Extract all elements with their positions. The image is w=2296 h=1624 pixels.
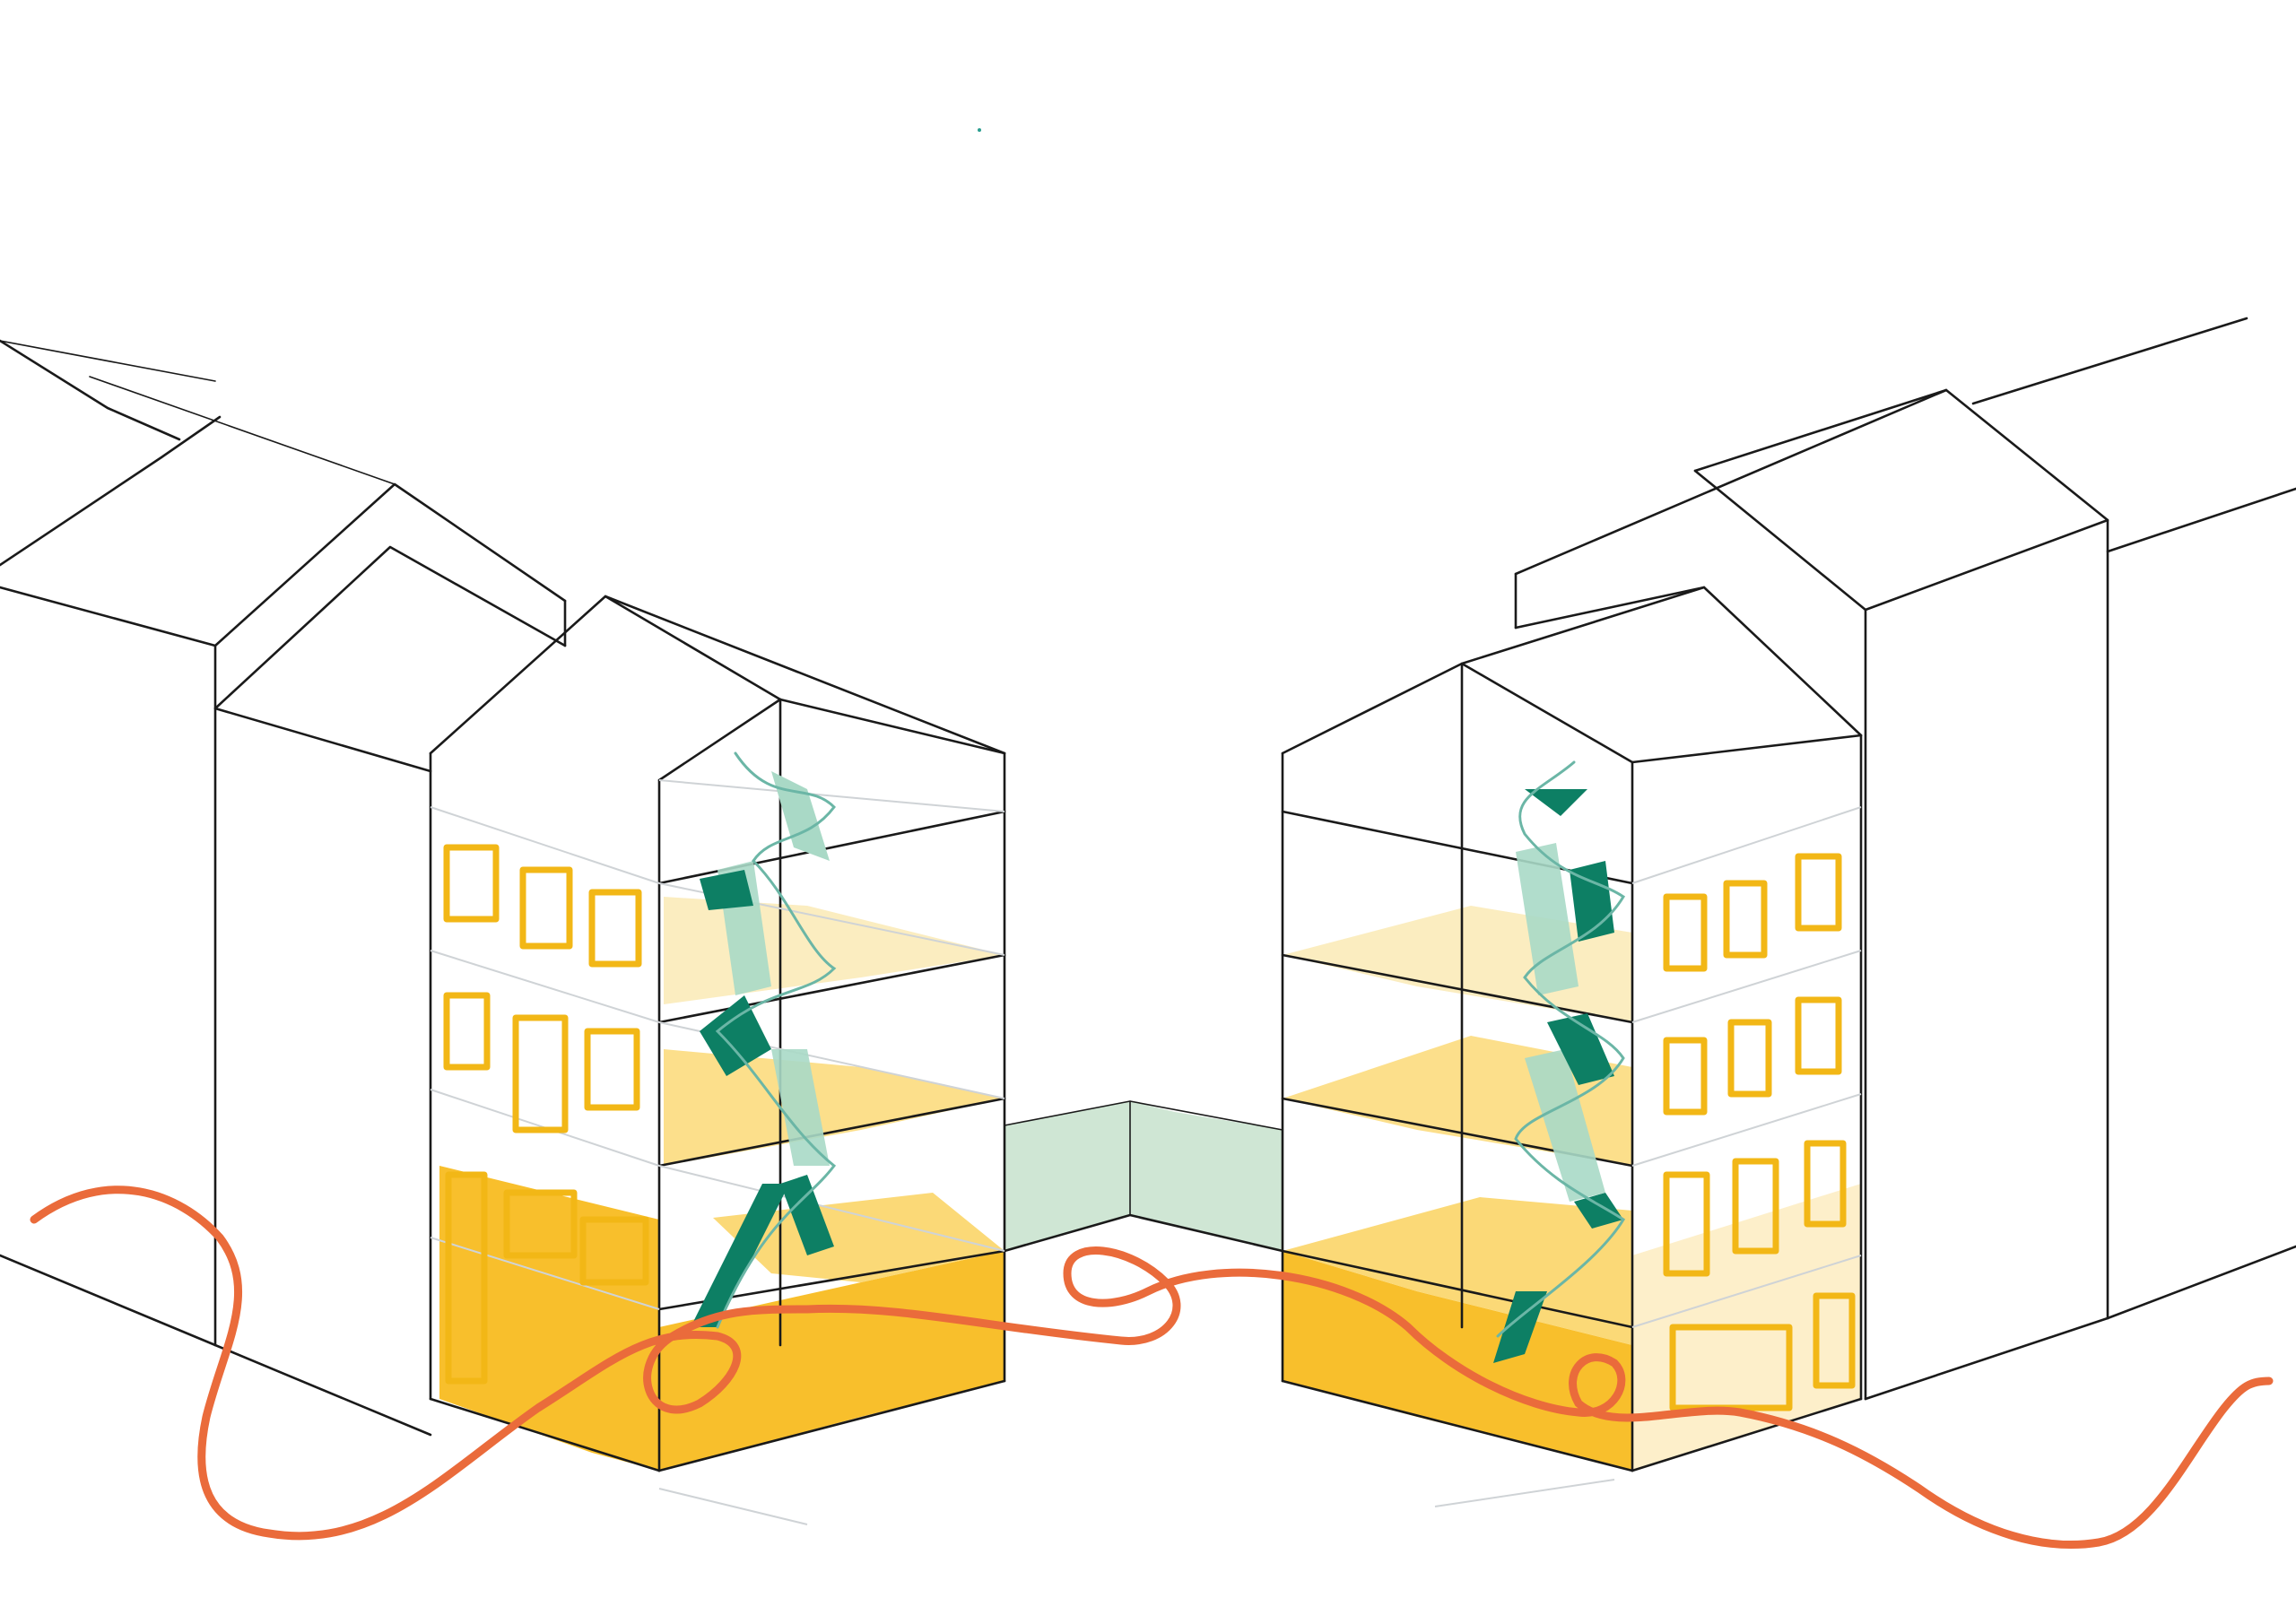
ground-lines (658, 1479, 1615, 1525)
right-windows (1663, 853, 1856, 1411)
left-floor-2 (664, 1049, 1004, 1166)
left-building (429, 595, 1006, 1472)
left-floor-ground (659, 1251, 1004, 1471)
right-building (1281, 586, 1863, 1472)
left-windows (443, 844, 649, 1385)
left-staircase (691, 751, 837, 1329)
stray-dot (978, 128, 981, 132)
route (30, 1185, 2274, 1549)
right-staircase (1493, 760, 1626, 1363)
courtyard (1003, 1100, 1284, 1253)
right-context-buildings (1514, 317, 2296, 1401)
